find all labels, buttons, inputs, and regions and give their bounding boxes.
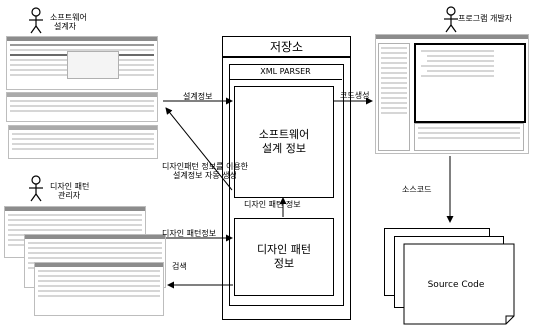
source-code-document-label: Source Code xyxy=(408,280,504,290)
